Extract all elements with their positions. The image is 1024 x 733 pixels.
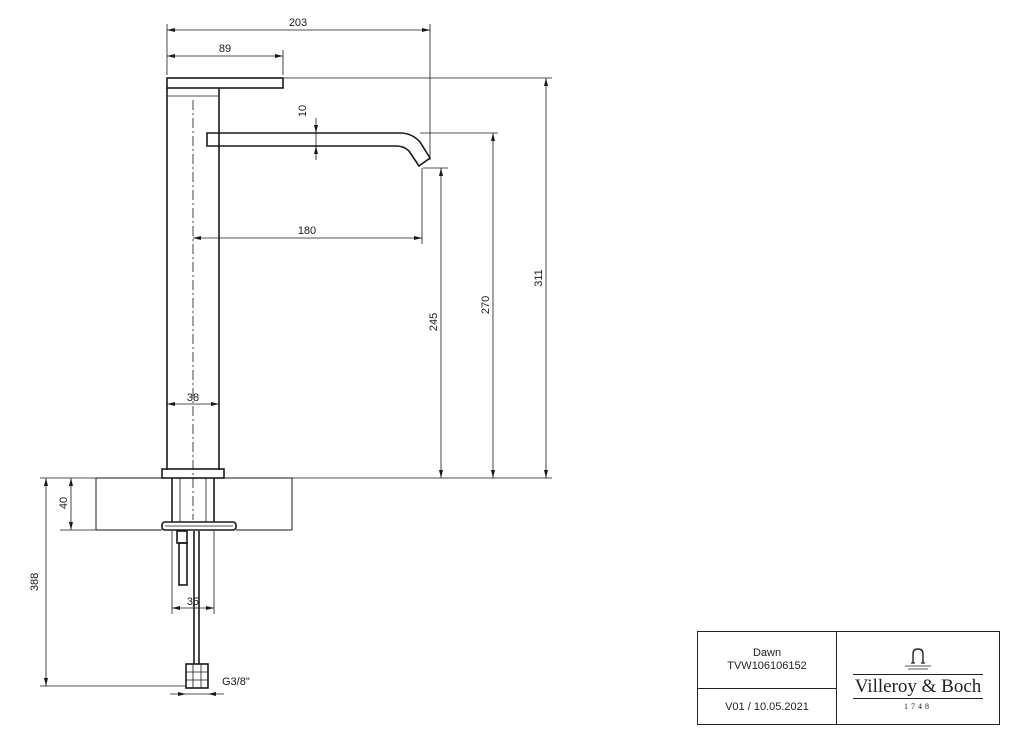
faucet-logo-icon <box>905 647 931 669</box>
dim-deck-thickness: 40 <box>58 497 70 509</box>
product-code: TVW106106152 <box>727 660 807 672</box>
mounting-stud <box>176 530 188 544</box>
base-flange <box>161 468 225 479</box>
dim-connection: G3/8" <box>222 676 250 688</box>
version-info: V01 / 10.05.2021 <box>698 689 836 724</box>
product-info: Dawn TVW106106152 <box>698 632 836 689</box>
brand-logo: Villeroy & Boch 1748 <box>837 632 999 724</box>
dim-spout-height: 245 <box>428 313 440 331</box>
dim-body-diameter: 38 <box>187 392 199 404</box>
dimension-labels: 203 89 10 180 245 270 311 38 40 388 35 G… <box>29 17 545 688</box>
dim-total-height: 311 <box>533 269 545 287</box>
dimension-lines <box>40 24 552 696</box>
faucet-outline <box>95 77 432 689</box>
version-date: V01 / 10.05.2021 <box>725 700 809 713</box>
product-name: Dawn <box>752 647 782 659</box>
title-block-info: Dawn TVW106106152 V01 / 10.05.2021 <box>698 632 837 724</box>
lever-handle <box>166 77 284 89</box>
dim-spout-reach: 180 <box>298 225 316 237</box>
title-block: Dawn TVW106106152 V01 / 10.05.2021 Ville… <box>697 631 1000 725</box>
fixing-nut <box>161 521 237 531</box>
brand-name: Villeroy & Boch <box>852 673 984 699</box>
brand-year: 1748 <box>904 701 932 711</box>
spout <box>206 132 432 168</box>
dim-shank-diameter: 35 <box>187 596 199 608</box>
dim-spout-thickness: 10 <box>297 105 309 117</box>
dim-hose-length: 388 <box>29 573 41 591</box>
connector-nut <box>185 663 209 689</box>
dim-lever-length: 89 <box>219 43 231 55</box>
dim-spout-top-height: 270 <box>480 296 492 314</box>
mounting-rod <box>178 542 188 586</box>
dim-overall-reach: 203 <box>289 17 307 29</box>
